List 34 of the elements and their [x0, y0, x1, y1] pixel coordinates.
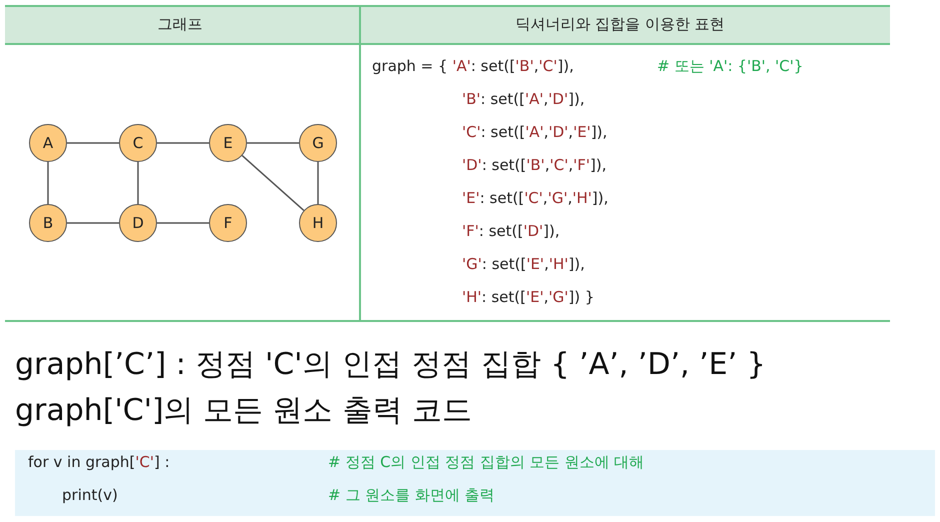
connector-line: [67, 222, 119, 224]
column-header: 그래프: [158, 15, 202, 34]
code-comment: # 그 원소를 화면에 출력: [328, 486, 495, 505]
vertex-circle: H: [299, 204, 337, 242]
column-header: 딕셔너리와 집합을 이용한 표현: [515, 15, 725, 34]
connector-line: [157, 222, 209, 224]
vertex-circle: E: [209, 124, 247, 162]
code-comment: # 정점 C의 인접 정점 집합의 모든 원소에 대해: [328, 453, 644, 472]
vertex-circle: F: [209, 204, 247, 242]
description-text: graph[’C’] : 정점 'C'의 인접 정점 집합 { ’A’, ’D’, ’E’ }: [15, 346, 766, 384]
code-line: 'B': set(['A','D']),: [462, 90, 585, 108]
code-comment: # 또는 'A': {'B', 'C'}: [657, 57, 804, 76]
code-line: 'C': set(['A','D','E']),: [462, 123, 608, 141]
code-line: 'E': set(['C','G','H']),: [462, 189, 608, 207]
connector-line: [317, 162, 319, 204]
code-line: 'F': set(['D']),: [462, 222, 560, 240]
code-line: print(v): [62, 486, 118, 504]
vertex-circle: C: [119, 124, 157, 162]
code-line: 'H': set(['E','G']) }: [462, 288, 594, 306]
code-line: for v in graph['C'] :: [28, 453, 170, 471]
code-line: 'G': set(['E','H']),: [462, 255, 585, 273]
vertex-circle: A: [29, 124, 67, 162]
connector-line: [47, 162, 49, 204]
vertex-circle: B: [29, 204, 67, 242]
connector-line: [242, 155, 304, 211]
connector-line: [157, 142, 209, 144]
description-text: graph['C']의 모든 원소 출력 코드: [15, 392, 472, 430]
connector-line: [67, 142, 119, 144]
code-line: 'D': set(['B','C','F']),: [462, 156, 606, 174]
connector-line: [137, 162, 139, 204]
connector-line: [247, 142, 299, 144]
vertex-circle: G: [299, 124, 337, 162]
code-line: graph = { 'A': set(['B','C']),: [372, 57, 574, 75]
vertex-circle: D: [119, 204, 157, 242]
